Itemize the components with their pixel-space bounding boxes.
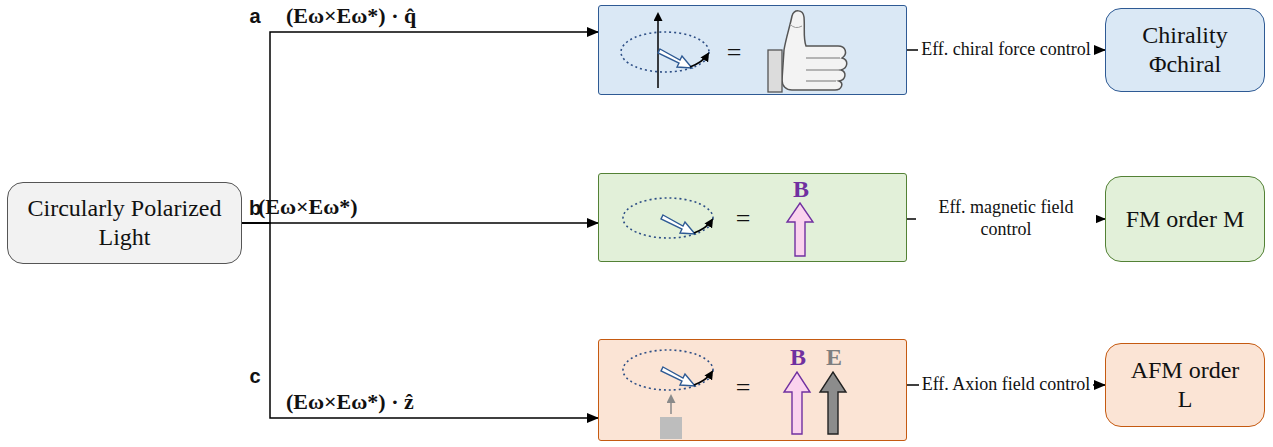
concept-box: =B (598, 173, 907, 262)
edge-label: Eff. chiral force control (918, 39, 1094, 61)
connector-arrow (242, 222, 598, 224)
equals-sign: = (736, 375, 751, 401)
field-symbol: B (790, 345, 806, 369)
panel-letter: c (249, 366, 260, 386)
field-arrows (784, 372, 846, 434)
node-label: Circularly Polarized Light (25, 194, 225, 252)
rounded-box: FM order M (1105, 176, 1265, 262)
connector-arrow (242, 32, 598, 223)
edge-label: Eff. magnetic field control (916, 197, 1096, 240)
chiral-symbol (621, 14, 709, 88)
rounded-box: AFM order L (1105, 343, 1265, 427)
panel-letter: a (249, 6, 260, 26)
polarization-symbol (623, 198, 713, 238)
formula-label: (Eω×Eω*) (258, 194, 358, 219)
rounded-box: Chirality Φchiral (1105, 8, 1265, 92)
node-label: FM order M (1126, 205, 1245, 234)
formula-label: (Eω×Eω*) · ẑ (286, 389, 414, 414)
node-label: Chirality Φchiral (1123, 21, 1248, 79)
field-symbol: E (826, 345, 842, 369)
edge-label: Eff. Axion field control (919, 374, 1094, 396)
polarization-symbol (623, 350, 713, 439)
concept-box: = BE (598, 339, 907, 441)
magnetic-field-arrow (787, 203, 813, 256)
equals-sign: = (727, 40, 742, 66)
equals-sign: = (736, 206, 751, 232)
rounded-box: Circularly Polarized Light (7, 182, 242, 264)
thumbs-up-hand (768, 11, 847, 92)
field-symbol: B (793, 177, 809, 201)
formula-label: (Eω×Eω*) · q̂ (286, 3, 416, 28)
concept-box: = (598, 5, 907, 95)
node-label: AFM order L (1123, 356, 1248, 414)
connector-arrow (242, 223, 598, 418)
